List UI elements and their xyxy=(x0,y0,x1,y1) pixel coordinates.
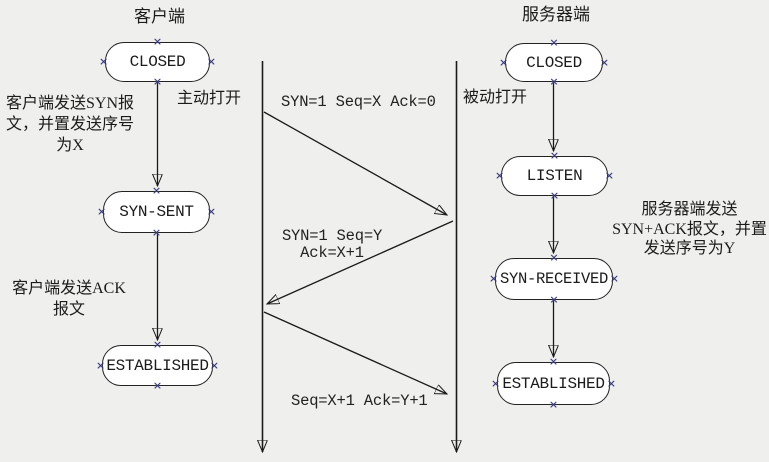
state-node-server-established[interactable]: ESTABLISHED × × × × xyxy=(491,356,616,410)
state-node-server-closed[interactable]: CLOSED × × × × xyxy=(499,37,609,87)
segment-label-syn: SYN=1 Seq=X Ack=0 xyxy=(281,93,436,111)
connection-handle-icon: × xyxy=(206,55,216,68)
connection-handle-icon: × xyxy=(548,355,559,368)
connection-handle-icon: × xyxy=(151,184,162,197)
connection-handle-icon: × xyxy=(206,205,216,218)
state-node-client-closed[interactable]: CLOSED × × × × xyxy=(99,36,216,87)
state-label: SYN-SENT xyxy=(119,203,194,221)
connection-handle-icon: × xyxy=(491,376,501,390)
connection-handle-icon: × xyxy=(606,376,616,390)
connection-handle-icon: × xyxy=(604,169,614,182)
state-label: SYN-RECEIVED xyxy=(499,270,609,288)
note-line: 报文 xyxy=(52,301,85,318)
connection-handle-icon: × xyxy=(489,272,499,285)
connection-handle-icon: × xyxy=(549,251,559,264)
connection-handle-icon: × xyxy=(152,338,163,351)
connection-handle-icon: × xyxy=(209,358,219,372)
connection-handle-icon: × xyxy=(599,55,609,69)
connection-handle-icon: × xyxy=(499,55,509,69)
state-node-client-established[interactable]: ESTABLISHED × × × × xyxy=(96,339,219,391)
connection-handle-icon: × xyxy=(495,169,505,182)
connection-handle-icon: × xyxy=(152,35,163,48)
connection-handle-icon: × xyxy=(151,226,162,239)
segment-label-synack: SYN=1 Seq=Y Ack=X+1 xyxy=(276,228,388,262)
note-line: 客户端发送ACK xyxy=(12,280,126,297)
server-synack-note: 服务器端发送 SYN+ACK报文，并置 发送序号为Y xyxy=(609,200,769,259)
state-label: CLOSED xyxy=(129,53,186,71)
note-line: 为X xyxy=(56,137,84,154)
note-line: 客户端发送SYN报 xyxy=(5,95,134,112)
connection-handle-icon: × xyxy=(152,75,163,88)
note-line: 文，并置发送序号 xyxy=(5,116,134,133)
segment-label-line: SYN=1 Seq=Y xyxy=(281,227,383,245)
client-column-title: 客户端 xyxy=(134,7,185,26)
connection-handle-icon: × xyxy=(97,205,107,218)
segment-label-line: Ack=X+1 xyxy=(300,244,364,262)
connection-handle-icon: × xyxy=(549,189,560,202)
connection-handle-icon: × xyxy=(609,272,619,285)
state-label: ESTABLISHED xyxy=(106,356,209,375)
connection-handle-icon: × xyxy=(96,358,106,372)
connection-handle-icon: × xyxy=(549,36,559,49)
connection-handle-icon: × xyxy=(152,379,163,392)
segment-label-ack: Seq=X+1 Ack=Y+1 xyxy=(291,392,428,410)
state-node-server-syn-received[interactable]: SYN-RECEIVED × × × × xyxy=(489,252,619,305)
note-line: 发送序号为Y xyxy=(643,240,736,257)
client-ack-note: 客户端发送ACK 报文 xyxy=(6,278,132,320)
server-column-title: 服务器端 xyxy=(522,5,590,24)
passive-open-label: 被动打开 xyxy=(463,89,528,106)
note-line: SYN+ACK报文，并置 xyxy=(612,220,767,238)
connection-handle-icon: × xyxy=(549,149,560,162)
state-label: CLOSED xyxy=(526,53,582,72)
connection-handle-icon: × xyxy=(99,55,109,68)
state-node-client-syn-sent[interactable]: SYN-SENT × × × × xyxy=(97,185,216,238)
client-syn-note: 客户端发送SYN报 文，并置发送序号 为X xyxy=(1,93,139,156)
active-open-label: 主动打开 xyxy=(177,90,242,107)
connection-handle-icon: × xyxy=(548,398,559,411)
note-line: 服务器端发送 xyxy=(641,201,738,218)
state-label: ESTABLISHED xyxy=(502,374,605,393)
state-node-server-listen[interactable]: LISTEN × × × × xyxy=(495,150,614,201)
connection-handle-icon: × xyxy=(549,75,559,88)
state-label: LISTEN xyxy=(526,167,583,185)
connection-handle-icon: × xyxy=(549,293,559,306)
